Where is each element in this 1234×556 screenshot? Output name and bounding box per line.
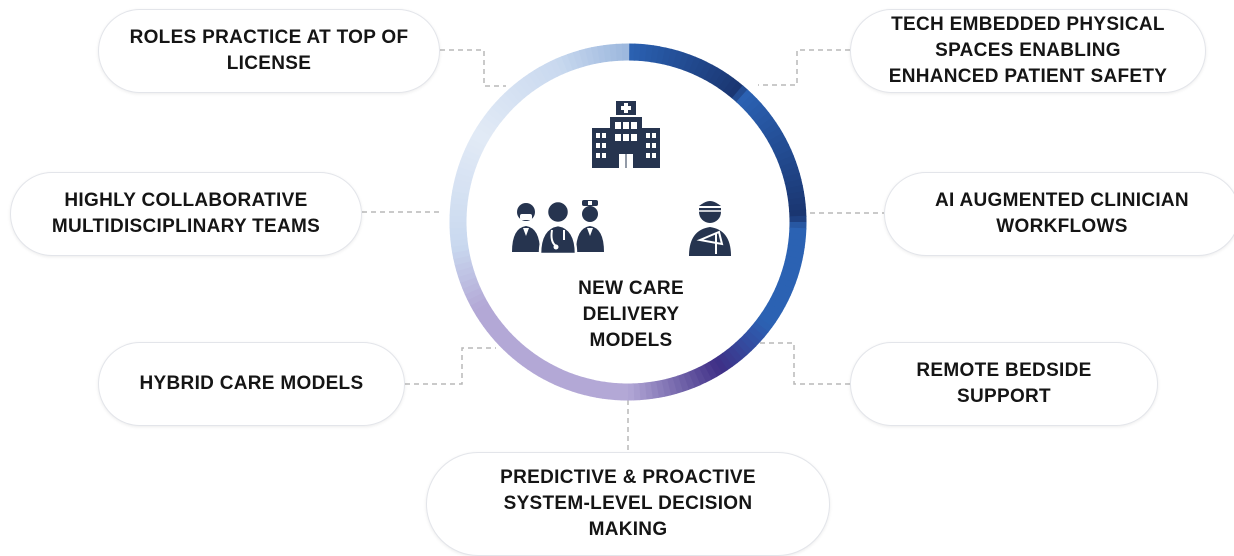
care-delivery-diagram: NEW CARE DELIVERY MODELS ROLES PRACTICE … xyxy=(0,0,1234,534)
connector-tech xyxy=(758,50,850,85)
connector-remote xyxy=(760,343,850,384)
hospital-icon xyxy=(588,98,668,170)
connector-roles xyxy=(440,50,506,86)
node-collaborative-teams: HIGHLY COLLABORATIVE MULTIDISCIPLINARY T… xyxy=(10,172,362,256)
care-team-icon xyxy=(510,198,606,254)
node-ai-clinician-workflows: AI AUGMENTED CLINICIAN WORKFLOWS xyxy=(884,172,1234,256)
patient-icon xyxy=(686,196,734,258)
node-roles-practice: ROLES PRACTICE AT TOP OF LICENSE xyxy=(98,9,440,93)
node-tech-embedded-spaces: TECH EMBEDDED PHYSICAL SPACES ENABLING E… xyxy=(850,9,1206,93)
connector-hybrid xyxy=(405,348,496,384)
center-title: NEW CARE DELIVERY MODELS xyxy=(540,276,722,354)
node-predictive-decision: PREDICTIVE & PROACTIVE SYSTEM-LEVEL DECI… xyxy=(426,452,830,556)
node-hybrid-care: HYBRID CARE MODELS xyxy=(98,342,405,426)
node-remote-bedside: REMOTE BEDSIDE SUPPORT xyxy=(850,342,1158,426)
